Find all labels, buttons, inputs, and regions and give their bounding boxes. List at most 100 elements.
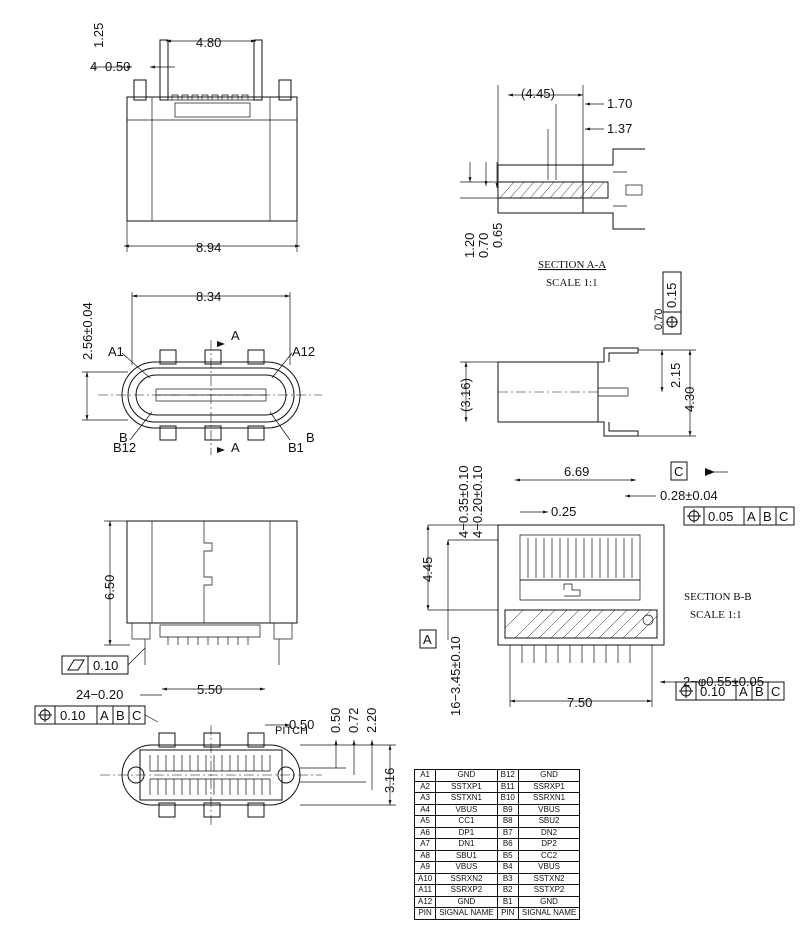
pin-a-cell: A1 (413, 769, 437, 782)
signal-a-cell: VBUS (435, 861, 498, 874)
pin-b-cell: B5 (496, 849, 519, 862)
side-view-body (126, 520, 298, 624)
dim-0-50: 0.50 (105, 59, 130, 74)
signal-a-cell: GND (435, 769, 498, 782)
signal-a-cell: SSTXN1 (435, 792, 498, 805)
pin-a-cell: A7 (413, 838, 437, 851)
dim-1-25: 1.25 (91, 23, 106, 48)
signal-a-cell: DP1 (435, 826, 498, 839)
tol-bottom-ref-a: A (739, 684, 748, 699)
dim-0-28: 0.28±0.04 (660, 488, 718, 503)
tol-top-frame (683, 506, 795, 526)
signal-a-cell: VBUS (435, 803, 498, 816)
dim-4-0-20: 4−0.20±0.10 (470, 465, 485, 538)
signal-b-cell: SSTXN2 (517, 872, 581, 885)
bottom-pins (149, 755, 271, 795)
top-view-body (126, 96, 298, 222)
pin-b-cell: B3 (496, 872, 519, 885)
section-bb-scale: SCALE 1:1 (690, 609, 742, 621)
signal-b-cell: DP2 (517, 838, 581, 851)
dim-0-65: 0.65 (490, 223, 505, 248)
label-a12: A12 (292, 344, 315, 359)
pos-ref-b: B (116, 708, 125, 723)
signal-b-cell: GND (517, 895, 581, 908)
dim-2-20: 2.20 (364, 708, 379, 733)
section-marker-a-top: A (231, 328, 240, 343)
datum-a: A (423, 632, 432, 647)
pin-a-cell: A12 (413, 895, 437, 908)
section-bb-hatch (504, 609, 658, 639)
section-aa-scale: SCALE 1:1 (546, 277, 598, 289)
footer-signal-b: SIGNAL NAME (517, 907, 581, 920)
pos-ref-c: C (132, 708, 141, 723)
pin-table-footer: PIN SIGNAL NAME PIN SIGNAL NAME (413, 907, 581, 920)
pin-a-cell: A4 (413, 803, 437, 816)
dim-3-16-ref: (3.16) (458, 378, 473, 412)
dim-2-56: 2.56±0.04 (80, 302, 95, 360)
pin-a-cell: A9 (413, 861, 437, 874)
dim-7-50: 7.50 (567, 695, 592, 710)
pin-a-cell: A11 (413, 884, 437, 897)
pin-a-cell: A8 (413, 849, 437, 862)
dim-4-0-35: 4−0.35±0.10 (456, 465, 471, 538)
signal-a-cell: SSTXP1 (435, 780, 498, 793)
pin-a-cell: A2 (413, 780, 437, 793)
dim-0-50: 0.50 (328, 708, 343, 733)
pin-b-cell: B2 (496, 884, 519, 897)
dim-4-45: (4.45) (521, 86, 555, 101)
pin-b-cell: B7 (496, 826, 519, 839)
signal-b-cell: SBU2 (517, 815, 581, 828)
tol-top-ref-b: B (763, 509, 772, 524)
tol-bottom-value: 0.10 (700, 684, 725, 699)
tol-top-ref-a: A (747, 509, 756, 524)
section-bb-body (497, 524, 665, 646)
footer-signal-a: SIGNAL NAME (435, 907, 498, 920)
pin-b-cell: B9 (496, 803, 519, 816)
section-b-b: 4−0.35±0.10 4−0.20±0.10 6.69 0.25 C 0.28… (419, 461, 795, 716)
signal-a-cell: SBU1 (435, 849, 498, 862)
dim-8-34: 8.34 (196, 289, 221, 304)
tol-bottom-ref-b: B (755, 684, 764, 699)
side-view: 6.50 0.10 (61, 520, 298, 675)
front-view: 8.34 2.56±0.04 A1 A12 B12 B1 A A B (80, 289, 322, 455)
pin-b-cell: B4 (496, 861, 519, 874)
signal-b-cell: SSTXP2 (517, 884, 581, 897)
dim-0-70: 0.70 (653, 309, 665, 330)
dim-4: 4 (90, 59, 97, 74)
signal-a-cell: SSRXN2 (435, 872, 498, 885)
dim-3-16: 3.16 (382, 768, 397, 793)
top-view-pins (168, 94, 254, 118)
dim-4-30: 4.30 (682, 387, 697, 412)
dim-6-69: 6.69 (564, 464, 589, 479)
signal-a-cell: SSRXP2 (435, 884, 498, 897)
label-a1: A1 (108, 344, 124, 359)
top-view: 4.80 4 0.50 1.25 8.94 (90, 23, 300, 255)
pin-a-cell: A6 (413, 826, 437, 839)
section-bb-title: SECTION B-B (684, 591, 752, 603)
tol-top-value: 0.05 (708, 509, 733, 524)
profile-tol-frame (662, 271, 682, 335)
datum-c: C (674, 464, 683, 479)
dim-24-0-20: 24−0.20 (76, 687, 123, 702)
datum-a-frame (419, 629, 437, 649)
pos-tol-value: 0.10 (60, 708, 85, 723)
dim-4-45: 4.45 (420, 557, 435, 582)
tol-bottom-frame (675, 681, 785, 701)
pin-b-cell: B6 (496, 838, 519, 851)
signal-b-cell: VBUS (517, 803, 581, 816)
tol-bottom-ref-c: C (771, 684, 780, 699)
pin-a-cell: A5 (413, 815, 437, 828)
label-b1: B1 (288, 440, 304, 455)
pin-b-cell: B12 (496, 769, 519, 782)
